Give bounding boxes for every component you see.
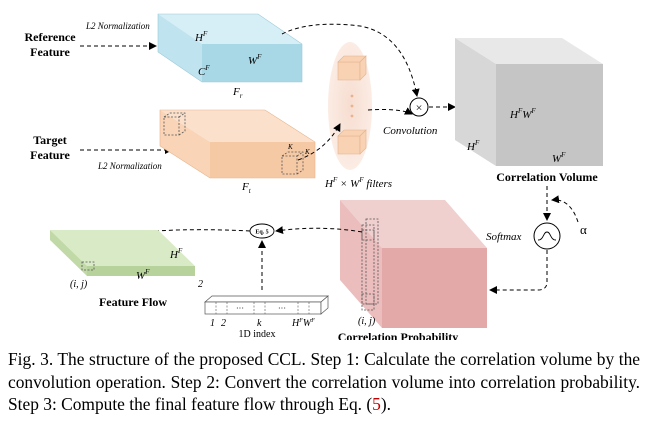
svg-text:HF: HF xyxy=(466,139,480,153)
svg-text:α: α xyxy=(580,222,587,237)
svg-text:Ft: Ft xyxy=(241,181,252,195)
svg-text:WF: WF xyxy=(552,151,566,165)
svg-text:Correlation Probability: Correlation Probability xyxy=(338,330,459,340)
index-bar: ··· ··· 1 2 k HFWF 1D index xyxy=(204,295,329,340)
caption-end: ). xyxy=(380,394,391,414)
svg-text:Feature Flow: Feature Flow xyxy=(99,295,167,309)
svg-text:Reference: Reference xyxy=(24,30,76,44)
svg-text:Convolution: Convolution xyxy=(383,125,438,137)
svg-text:(i, j): (i, j) xyxy=(358,316,376,327)
correlation-probability: (i, j) Correlation Probability xyxy=(338,200,487,340)
svg-text:HF: HF xyxy=(169,247,183,261)
equation-node: Eq. 5 xyxy=(249,223,275,239)
svg-text:2: 2 xyxy=(221,318,226,329)
softmax-node: Softmax α xyxy=(486,222,587,250)
svg-text:1: 1 xyxy=(210,318,215,329)
ccl-diagram: Reference Feature Target Feature L2 Norm… xyxy=(24,13,603,340)
svg-text:Correlation Volume: Correlation Volume xyxy=(496,170,598,184)
svg-text:HF: HF xyxy=(194,30,208,44)
l2-norm-top-label: L2 Normalization xyxy=(85,21,150,31)
svg-text:Feature: Feature xyxy=(30,45,70,59)
reference-feature-block: HF CF WF Fr xyxy=(157,13,303,100)
svg-text:K: K xyxy=(304,148,310,156)
filter-bank: HF × WF filters xyxy=(324,42,392,190)
convolution-node: × Convolution xyxy=(383,97,438,137)
svg-text:Target: Target xyxy=(33,133,67,147)
arrow-reference-to-conv xyxy=(281,23,420,97)
svg-text:···: ··· xyxy=(278,304,286,313)
svg-text:HFWF: HFWF xyxy=(291,318,315,329)
svg-text:WF: WF xyxy=(248,53,262,67)
arrow-softmax-to-probability xyxy=(489,250,548,294)
equation-reference-link[interactable]: 5 xyxy=(372,394,381,414)
arrow-alpha-to-softmax xyxy=(551,195,579,223)
svg-text:(i, j): (i, j) xyxy=(70,279,88,290)
target-kernel-left xyxy=(163,112,186,136)
svg-text:Feature: Feature xyxy=(30,148,70,162)
svg-text:Fr: Fr xyxy=(232,86,243,100)
arrow-filters-to-conv xyxy=(367,107,413,115)
flow-pixel xyxy=(81,261,95,271)
svg-text:HFWF: HFWF xyxy=(509,107,536,121)
correlation-volume: HFWF HF WF Correlation Volume xyxy=(455,38,603,184)
svg-text:K: K xyxy=(287,143,293,151)
l2-norm-bottom-label: L2 Normalization xyxy=(97,161,162,171)
target-kernel-right xyxy=(281,151,304,175)
svg-text:···: ··· xyxy=(236,304,244,313)
svg-text:WF: WF xyxy=(136,268,150,282)
reference-feature-label: Reference Feature xyxy=(24,30,76,59)
figure-caption: Fig. 3. The structure of the proposed CC… xyxy=(8,348,640,416)
svg-text:k: k xyxy=(257,318,262,329)
feature-flow-block: (i, j) HF WF 2 Feature Flow xyxy=(50,230,203,309)
svg-text:CF: CF xyxy=(198,64,210,78)
svg-text:Eq. 5: Eq. 5 xyxy=(255,230,268,236)
arrow-kernel-to-filters xyxy=(297,123,341,161)
svg-text:2: 2 xyxy=(198,279,203,290)
caption-text: Fig. 3. The structure of the proposed CC… xyxy=(8,349,640,414)
probability-column xyxy=(361,218,379,311)
svg-text:Softmax: Softmax xyxy=(486,231,522,243)
svg-text:×: × xyxy=(416,101,423,115)
arrow-probability-to-eq xyxy=(275,226,363,235)
svg-text:HF × WF filters: HF × WF filters xyxy=(324,176,392,190)
svg-text:1D index: 1D index xyxy=(239,329,276,340)
target-feature-block: K K Ft xyxy=(159,109,316,195)
target-feature-label: Target Feature xyxy=(30,133,70,162)
